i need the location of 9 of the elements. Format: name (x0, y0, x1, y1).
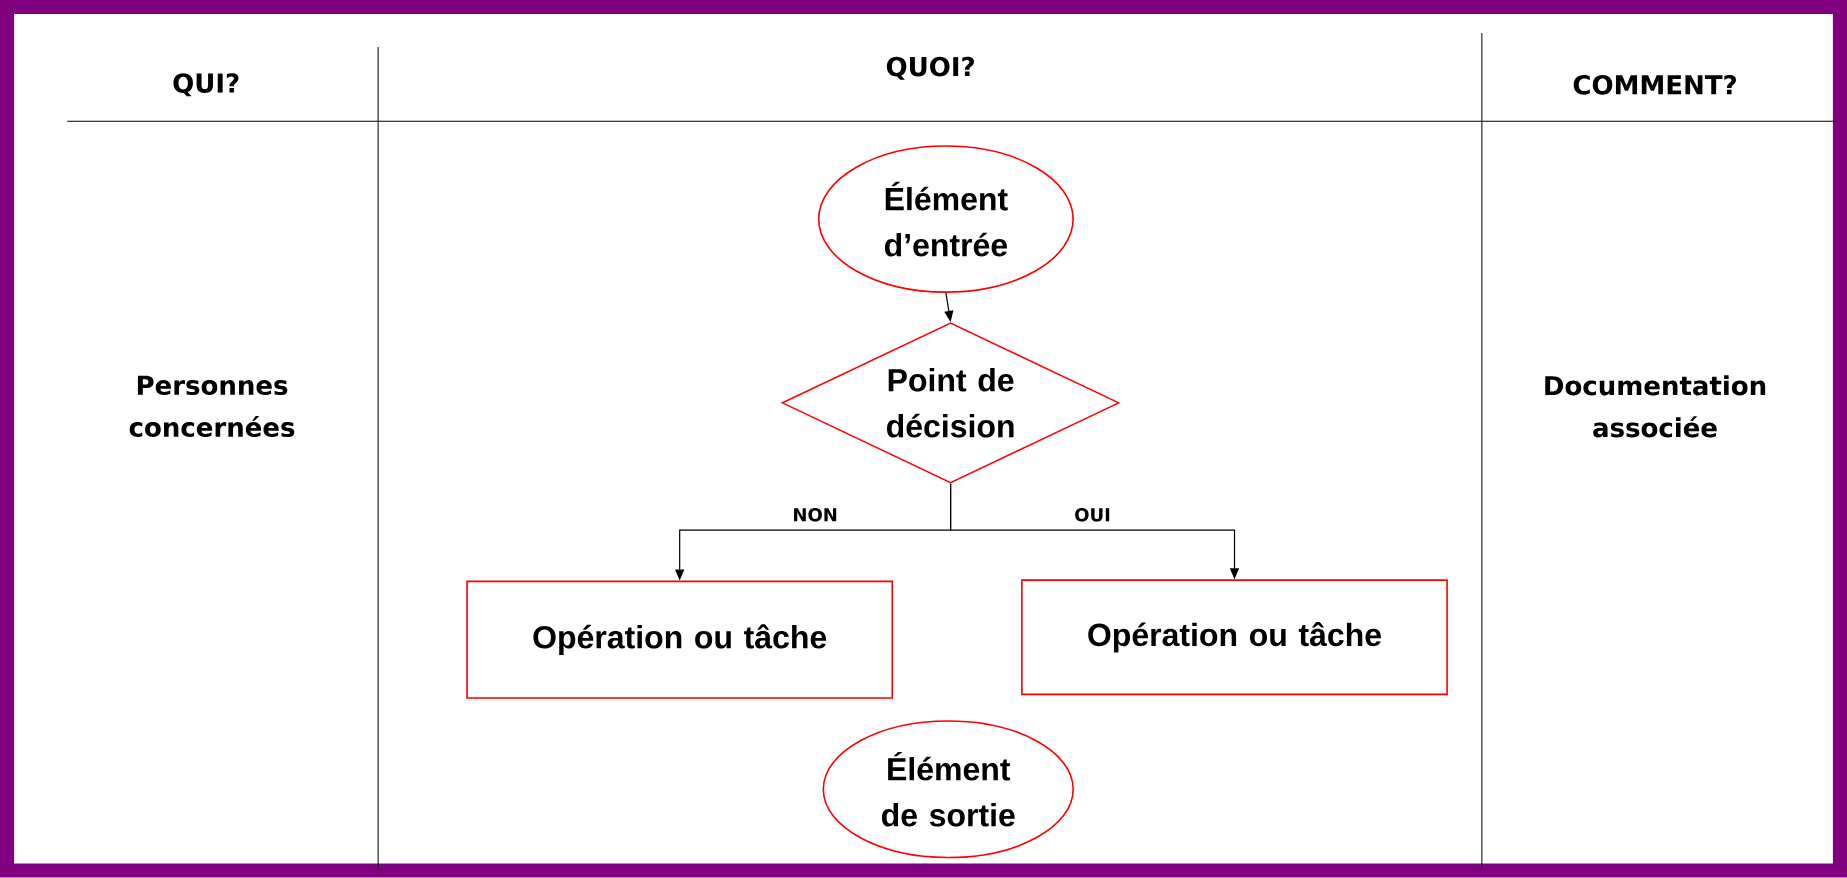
row-label: Personnes concernées (129, 375, 295, 438)
column-header: COMMENT? (1573, 74, 1736, 95)
edge-label: NON (794, 507, 837, 522)
process-box: Opération ou tâche (1021, 579, 1448, 696)
column-header: QUOI? (886, 56, 974, 80)
row-label: Documentation associée (1545, 375, 1766, 438)
edge-label: OUI (1075, 507, 1110, 522)
column-header: QUI? (173, 73, 239, 97)
process-box: Opération ou tâche (466, 580, 894, 699)
